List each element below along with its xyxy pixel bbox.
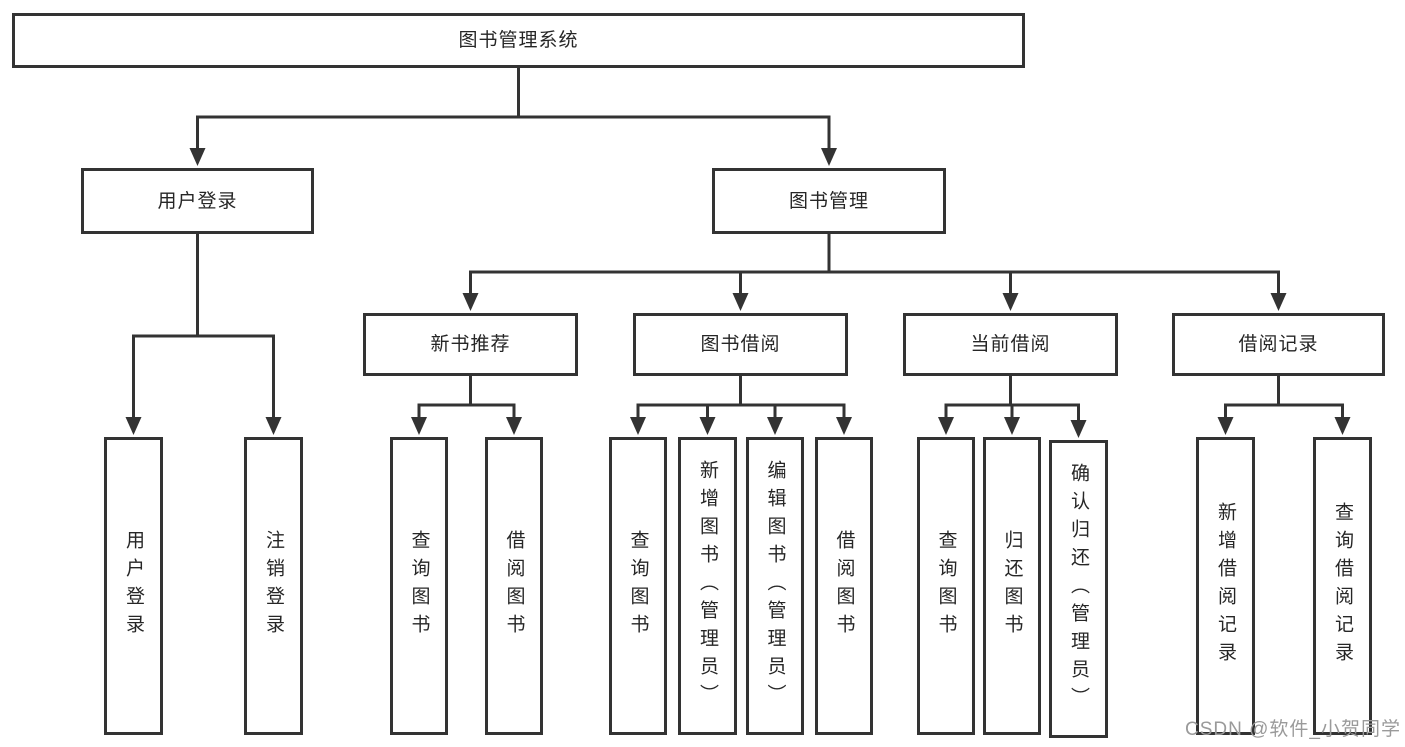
arrowhead-icon xyxy=(506,417,522,435)
node-label: 图书管理 xyxy=(788,190,869,212)
node-label: 归还图书 xyxy=(1001,530,1023,642)
diagram-node-nbr-query: 查询图书 xyxy=(390,437,448,735)
diagram-node-logout: 注销登录 xyxy=(244,437,303,735)
diagram-node-new-book-rec: 新书推荐 xyxy=(363,313,578,376)
arrowhead-icon xyxy=(189,148,206,166)
diagram-node-cb-confirm: 确认归还（管理员） xyxy=(1049,440,1108,738)
arrowhead-icon xyxy=(1002,293,1019,311)
arrowhead-icon xyxy=(1334,417,1351,435)
arrowhead-icon xyxy=(699,417,716,435)
node-label: 查询图书 xyxy=(627,530,649,642)
diagram-node-br-query: 查询借阅记录 xyxy=(1313,437,1372,735)
node-label: 新书推荐 xyxy=(430,334,511,355)
node-label: 新增借阅记录 xyxy=(1215,502,1236,670)
node-label: 查询借阅记录 xyxy=(1332,502,1353,670)
diagram-node-cb-query: 查询图书 xyxy=(917,437,975,735)
diagram-node-nbr-borrow: 借阅图书 xyxy=(485,437,543,735)
node-label: 当前借阅 xyxy=(970,334,1051,355)
node-label: 借阅图书 xyxy=(833,530,855,642)
arrowhead-icon xyxy=(630,417,646,435)
diagram-node-book-borrow: 图书借阅 xyxy=(633,313,848,376)
arrowhead-icon xyxy=(1004,417,1020,435)
node-label: 确认归还（管理员） xyxy=(1068,463,1089,715)
diagram-node-cb-return: 归还图书 xyxy=(983,437,1041,735)
arrowhead-icon xyxy=(462,293,479,311)
diagram-node-bb-add: 新增图书（管理员） xyxy=(678,437,737,735)
node-label: 新增图书（管理员） xyxy=(697,460,718,712)
diagram-node-root: 图书管理系统 xyxy=(12,13,1025,68)
node-label: 图书管理系统 xyxy=(458,30,579,51)
arrowhead-icon xyxy=(836,417,852,435)
watermark: CSDN @软件_小贺同学 xyxy=(1185,719,1401,740)
diagram-node-user-login: 用户登录 xyxy=(81,168,314,234)
node-label: 查询图书 xyxy=(408,530,430,642)
diagram-node-borrow-record: 借阅记录 xyxy=(1172,313,1385,376)
diagram-node-book-mgmt: 图书管理 xyxy=(712,168,946,234)
arrowhead-icon xyxy=(1270,293,1287,311)
node-label: 借阅记录 xyxy=(1238,334,1319,355)
arrowhead-icon xyxy=(125,417,142,435)
node-label: 图书借阅 xyxy=(700,334,781,355)
arrowhead-icon xyxy=(265,417,282,435)
arrowhead-icon xyxy=(411,417,427,435)
node-label: 借阅图书 xyxy=(503,530,525,642)
arrowhead-icon xyxy=(1217,417,1234,435)
arrowhead-icon xyxy=(732,293,749,311)
diagram-node-bb-query: 查询图书 xyxy=(609,437,667,735)
arrowhead-icon xyxy=(1070,420,1087,438)
node-label: 编辑图书（管理员） xyxy=(764,460,786,712)
diagram-node-bb-borrow: 借阅图书 xyxy=(815,437,873,735)
arrowhead-icon xyxy=(938,417,954,435)
node-label: 注销登录 xyxy=(263,530,284,642)
node-label: 查询图书 xyxy=(935,530,957,642)
diagram-node-br-add: 新增借阅记录 xyxy=(1196,437,1255,735)
diagram-node-current-borrow: 当前借阅 xyxy=(903,313,1118,376)
node-label: 用户登录 xyxy=(123,530,144,642)
diagram-node-bb-edit: 编辑图书（管理员） xyxy=(746,437,804,735)
diagram-node-login: 用户登录 xyxy=(104,437,163,735)
node-label: 用户登录 xyxy=(157,190,238,212)
arrowhead-icon xyxy=(767,417,783,435)
arrowhead-icon xyxy=(821,148,837,166)
